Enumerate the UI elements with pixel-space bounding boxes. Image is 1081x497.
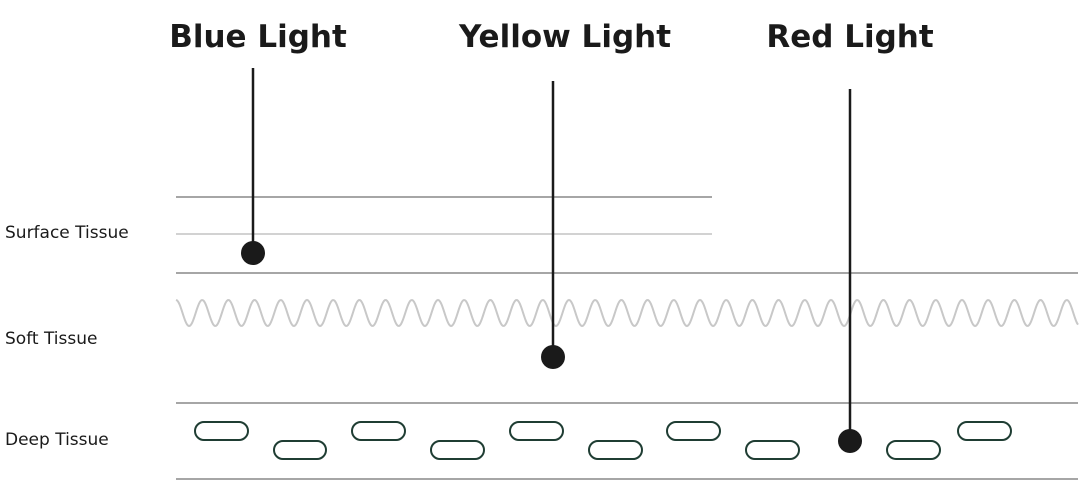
- deep-tissue-cell: [351, 421, 406, 441]
- yellow-light-endpoint: [541, 345, 565, 369]
- soft-tissue-label: Soft Tissue: [5, 329, 97, 349]
- deep-tissue-cell: [666, 421, 721, 441]
- blue-light-title: Blue Light: [169, 19, 347, 55]
- blue-light-endpoint: [241, 241, 265, 265]
- surface-tissue-label: Surface Tissue: [5, 223, 129, 243]
- deep-tissue-cell: [745, 440, 800, 460]
- yellow-light-title: Yellow Light: [458, 19, 671, 55]
- deep-tissue-cell: [886, 440, 941, 460]
- deep-tissue-cell: [194, 421, 249, 441]
- deep-tissue-cells: [194, 421, 1012, 460]
- red-light-endpoint: [838, 429, 862, 453]
- deep-tissue-cell: [430, 440, 485, 460]
- red-light-title: Red Light: [766, 19, 934, 55]
- deep-tissue-cell: [957, 421, 1012, 441]
- deep-tissue-cell: [273, 440, 327, 460]
- deep-tissue-cell: [509, 421, 564, 441]
- soft-tissue-wave: [175, 298, 1079, 328]
- deep-tissue-label: Deep Tissue: [5, 430, 109, 450]
- deep-tissue-cell: [588, 440, 643, 460]
